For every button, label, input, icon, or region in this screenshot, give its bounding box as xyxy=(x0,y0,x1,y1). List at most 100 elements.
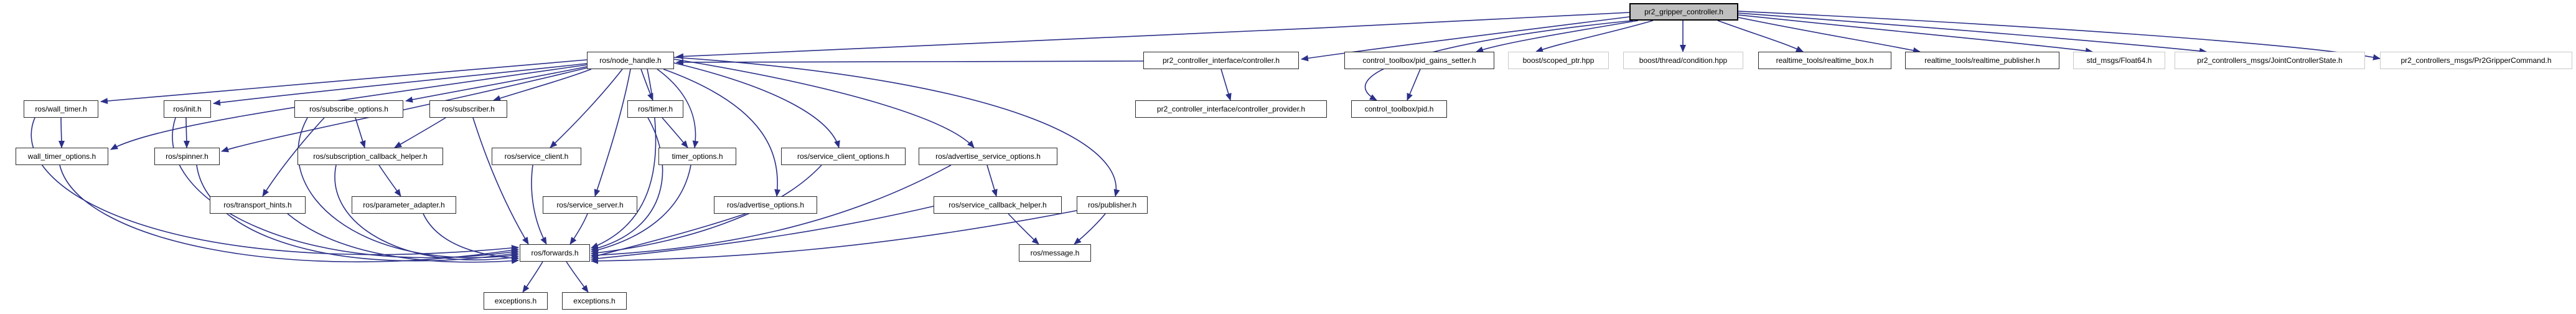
graph-node-label: ros/service_callback_helper.h xyxy=(948,201,1047,209)
graph-node-label: pr2_controllers_msgs/JointControllerStat… xyxy=(2197,56,2343,65)
graph-node-realtime_box[interactable]: realtime_tools/realtime_box.h xyxy=(1758,52,1891,69)
graph-node-service_server[interactable]: ros/service_server.h xyxy=(543,196,637,214)
graph-node-root: pr2_gripper_controller.h xyxy=(1629,3,1738,21)
edge-subscribe_options-to-forwards xyxy=(297,117,519,259)
edge-node_handle-to-wall_timer xyxy=(100,59,588,105)
graph-node-pid_gains_setter[interactable]: control_toolbox/pid_gains_setter.h xyxy=(1344,52,1494,69)
edge-node_handle-to-service_client xyxy=(550,69,623,148)
graph-node-label: pr2_controller_interface/controller.h xyxy=(1162,56,1280,65)
graph-node-scoped_ptr: boost/scoped_ptr.hpp xyxy=(1508,52,1609,69)
graph-node-subscriber[interactable]: ros/subscriber.h xyxy=(429,100,507,118)
edge-timer_options-to-forwards xyxy=(591,164,691,254)
graph-node-label: ros/parameter_adapter.h xyxy=(363,201,445,209)
edge-controller-to-controller_provider xyxy=(1220,69,1232,101)
graph-node-label: exceptions.h xyxy=(573,297,616,305)
edge-service_client-to-forwards xyxy=(531,164,547,245)
graph-node-label: ros/node_handle.h xyxy=(599,56,662,65)
graph-node-label: realtime_tools/realtime_box.h xyxy=(1776,56,1874,65)
graph-node-forwards[interactable]: ros/forwards.h xyxy=(520,244,590,262)
graph-node-label: boost/scoped_ptr.hpp xyxy=(1522,56,1595,65)
graph-node-label: control_toolbox/pid_gains_setter.h xyxy=(1362,56,1476,65)
graph-node-label: ros/advertise_service_options.h xyxy=(935,152,1041,161)
edge-root-to-pid_gains_setter xyxy=(1476,20,1639,53)
graph-node-transport_hints[interactable]: ros/transport_hints.h xyxy=(210,196,306,214)
graph-node-pid[interactable]: control_toolbox/pid.h xyxy=(1351,100,1447,118)
edge-root-to-controller xyxy=(1301,16,1630,62)
edge-root-to-realtime_box xyxy=(1717,20,1804,52)
graph-node-label: ros/subscriber.h xyxy=(442,105,495,113)
edge-node_handle-to-spinner xyxy=(221,67,588,153)
graph-node-label: boost/thread/condition.hpp xyxy=(1639,56,1728,65)
graph-node-joint_controller_state: pr2_controllers_msgs/JointControllerStat… xyxy=(2175,52,2365,69)
edge-subscription_callback_helper-to-parameter_adapter xyxy=(378,164,401,197)
graph-node-label: ros/message.h xyxy=(1030,249,1080,257)
graph-node-exceptions2[interactable]: exceptions.h xyxy=(562,292,627,310)
graph-node-service_client[interactable]: ros/service_client.h xyxy=(492,148,581,165)
edge-node_handle-to-forwards xyxy=(591,69,657,249)
graph-node-timer_options[interactable]: timer_options.h xyxy=(658,148,736,165)
graph-node-label: ros/service_client.h xyxy=(504,152,569,161)
graph-node-init[interactable]: ros/init.h xyxy=(164,100,211,118)
graph-node-label: ros/timer.h xyxy=(637,105,673,113)
edge-root-to-realtime_publisher xyxy=(1738,17,1921,54)
graph-node-label: ros/service_server.h xyxy=(556,201,624,209)
edge-parameter_adapter-to-forwards xyxy=(423,213,519,262)
edge-node_handle-to-advertise_options xyxy=(663,69,781,197)
graph-node-label: ros/forwards.h xyxy=(531,249,579,257)
edge-subscribe_options-to-subscription_callback_helper xyxy=(355,117,366,148)
graph-node-subscribe_options[interactable]: ros/subscribe_options.h xyxy=(294,100,403,118)
graph-node-exceptions1[interactable]: exceptions.h xyxy=(484,292,548,310)
graph-node-spinner[interactable]: ros/spinner.h xyxy=(154,148,220,165)
graph-node-advertise_service_options[interactable]: ros/advertise_service_options.h xyxy=(919,148,1057,165)
graph-node-label: ros/init.h xyxy=(173,105,202,113)
edge-service_callback_helper-to-forwards xyxy=(591,206,934,262)
edge-subscriber-to-subscription_callback_helper xyxy=(394,117,446,148)
edge-subscriber-to-forwards xyxy=(472,117,529,245)
graph-node-publisher[interactable]: ros/publisher.h xyxy=(1077,196,1148,214)
graph-node-label: ros/wall_timer.h xyxy=(35,105,87,113)
edge-pid_gains_setter-to-pid xyxy=(1407,69,1421,101)
graph-node-service_callback_helper[interactable]: ros/service_callback_helper.h xyxy=(934,196,1062,214)
graph-node-label: ros/advertise_options.h xyxy=(726,201,805,209)
edge-node_handle-to-subscribe_options xyxy=(405,66,588,103)
graph-node-label: pr2_controller_interface/controller_prov… xyxy=(1156,105,1306,113)
edge-node_handle-to-advertise_service_options xyxy=(673,59,975,148)
edge-node_handle-to-service_client_options xyxy=(673,62,840,148)
graph-node-label: realtime_tools/realtime_publisher.h xyxy=(1924,56,2040,65)
edge-publisher-to-forwards xyxy=(591,210,1077,264)
graph-node-wall_timer_options[interactable]: wall_timer_options.h xyxy=(16,148,108,165)
graph-node-wall_timer[interactable]: ros/wall_timer.h xyxy=(24,100,98,118)
graph-node-timer[interactable]: ros/timer.h xyxy=(627,100,683,118)
edge-node_handle-to-publisher xyxy=(673,57,1120,197)
edge-init-to-spinner xyxy=(183,117,190,148)
graph-node-service_client_options[interactable]: ros/service_client_options.h xyxy=(781,148,906,165)
edge-node_handle-to-subscriber xyxy=(493,69,592,102)
edge-forwards-to-exceptions2 xyxy=(566,261,589,293)
edge-forwards-to-exceptions1 xyxy=(522,261,543,293)
edge-node_handle-to-wall_timer_options xyxy=(110,64,588,150)
graph-node-label: control_toolbox/pid.h xyxy=(1364,105,1434,113)
edge-subscription_callback_helper-to-forwards xyxy=(334,164,519,261)
graph-node-controller_provider[interactable]: pr2_controller_interface/controller_prov… xyxy=(1135,100,1327,118)
graph-node-label: pr2_controllers_msgs/Pr2GripperCommand.h xyxy=(2400,56,2552,65)
edge-service_callback_helper-to-message xyxy=(1008,213,1039,245)
edge-service_server-to-forwards xyxy=(569,213,588,245)
edge-root-to-node_handle xyxy=(676,12,1630,60)
graph-node-realtime_publisher[interactable]: realtime_tools/realtime_publisher.h xyxy=(1905,52,2059,69)
graph-node-node_handle[interactable]: ros/node_handle.h xyxy=(587,52,674,69)
graph-node-parameter_adapter[interactable]: ros/parameter_adapter.h xyxy=(352,196,456,214)
graph-node-message[interactable]: ros/message.h xyxy=(1019,244,1091,262)
edge-subscribe_options-to-transport_hints xyxy=(262,117,325,197)
edge-node_handle-to-timer xyxy=(640,69,653,101)
edge-advertise_service_options-to-service_callback_helper xyxy=(986,164,998,197)
edge-service_client_options-to-forwards xyxy=(591,164,822,256)
graph-node-pr2_gripper_command: pr2_controllers_msgs/Pr2GripperCommand.h xyxy=(2380,52,2572,69)
graph-node-label: ros/service_client_options.h xyxy=(797,152,890,161)
edge-timer-to-timer_options xyxy=(662,117,688,148)
edge-spinner-to-forwards xyxy=(196,164,519,262)
graph-node-label: exceptions.h xyxy=(494,297,537,305)
graph-node-advertise_options[interactable]: ros/advertise_options.h xyxy=(714,196,817,214)
graph-node-subscription_callback_helper[interactable]: ros/subscription_callback_helper.h xyxy=(297,148,443,165)
graph-node-controller[interactable]: pr2_controller_interface/controller.h xyxy=(1143,52,1299,69)
